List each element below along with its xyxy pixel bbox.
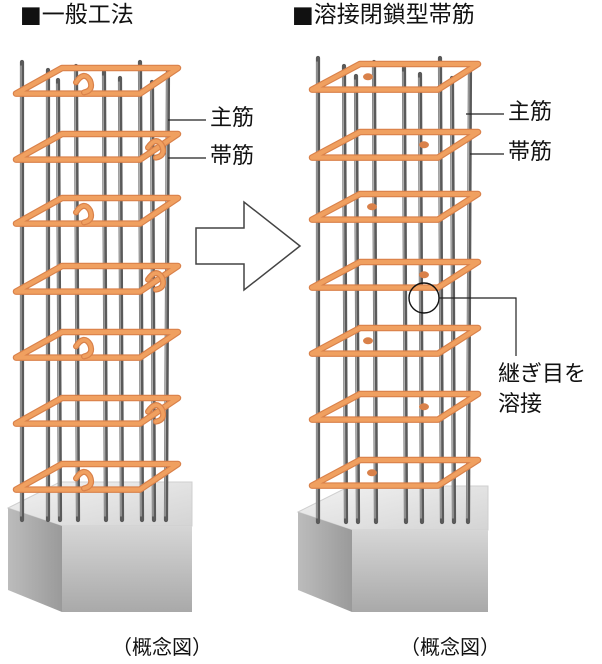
right-weld-bead [367,469,377,477]
right-hoops [308,60,482,489]
right-main-bar-highlight [450,81,454,519]
left-hook [146,139,165,160]
right-weld-bead [419,403,429,411]
right-main-bar-highlight [402,71,406,519]
leader-lines [168,113,517,356]
right-hoop-label: 帯筋 [508,140,553,165]
left-caption: （概念図） [112,635,212,659]
left-hook [74,74,93,95]
left-main-bar-highlight [56,83,60,517]
right-hoop [309,129,481,160]
left-main-bar-highlight [150,85,154,517]
left-column [6,59,193,612]
left-hoop [13,461,181,492]
right-weld-bead [367,203,377,211]
right-concrete-base [296,485,489,612]
weld-note-leader [439,297,517,356]
right-weld-bead [363,73,373,81]
left-main-bar-label: 主筋 [210,106,255,131]
weld-note-line-1: 継ぎ目を [498,362,587,387]
left-main-bar-highlight [118,81,122,517]
right-weld-bead [419,141,429,149]
left-main-bar [117,75,125,523]
left-hoop [13,131,181,162]
right-hoop [309,457,481,488]
left-hook [146,271,165,292]
right-weld-bead [363,337,373,345]
right-main-bar [401,65,409,525]
right-title: ■溶接閉鎖型帯筋 [292,2,475,28]
weld-note-line-2: 溶接 [498,392,543,417]
right-hoop [309,61,481,92]
left-main-bar-highlight [164,71,168,517]
left-concrete-base [6,481,193,612]
left-hoop [13,195,181,226]
right-main-bar [371,59,379,525]
right-hoop [309,191,481,222]
right-main-bar [353,73,361,525]
left-hook [74,204,93,225]
right-arrow-icon [195,200,302,292]
right-main-bar [417,71,425,525]
right-main-bar [437,55,445,525]
right-main-bar-highlight [372,65,376,519]
right-main-bar-label: 主筋 [508,100,553,125]
left-hook [74,470,93,491]
left-main-bar [55,77,63,523]
right-main-bar-highlight [354,79,358,519]
right-weld-bead [419,271,429,279]
right-main-bar-highlight [418,77,422,519]
left-title: ■一般工法 [20,2,134,28]
left-hoop-hooks [73,72,167,492]
left-main-bar-highlight [102,75,106,517]
left-hook [74,338,93,359]
left-main-bars [19,59,171,523]
right-weld-joints [363,73,429,477]
right-caption: （概念図） [400,635,500,659]
right-hoop [309,391,481,422]
left-main-bar [101,69,109,523]
left-hoops [12,64,182,493]
right-main-bar-highlight [466,67,470,519]
right-column [296,55,489,612]
right-hoop [309,259,481,290]
left-hoop [13,395,181,426]
left-hoop-label: 帯筋 [210,144,255,169]
left-hoop [13,329,181,360]
left-hoop [13,263,181,294]
right-hoop [309,325,481,356]
left-hook [146,403,165,424]
left-hoop [13,65,181,96]
right-main-bar-highlight [342,69,346,519]
